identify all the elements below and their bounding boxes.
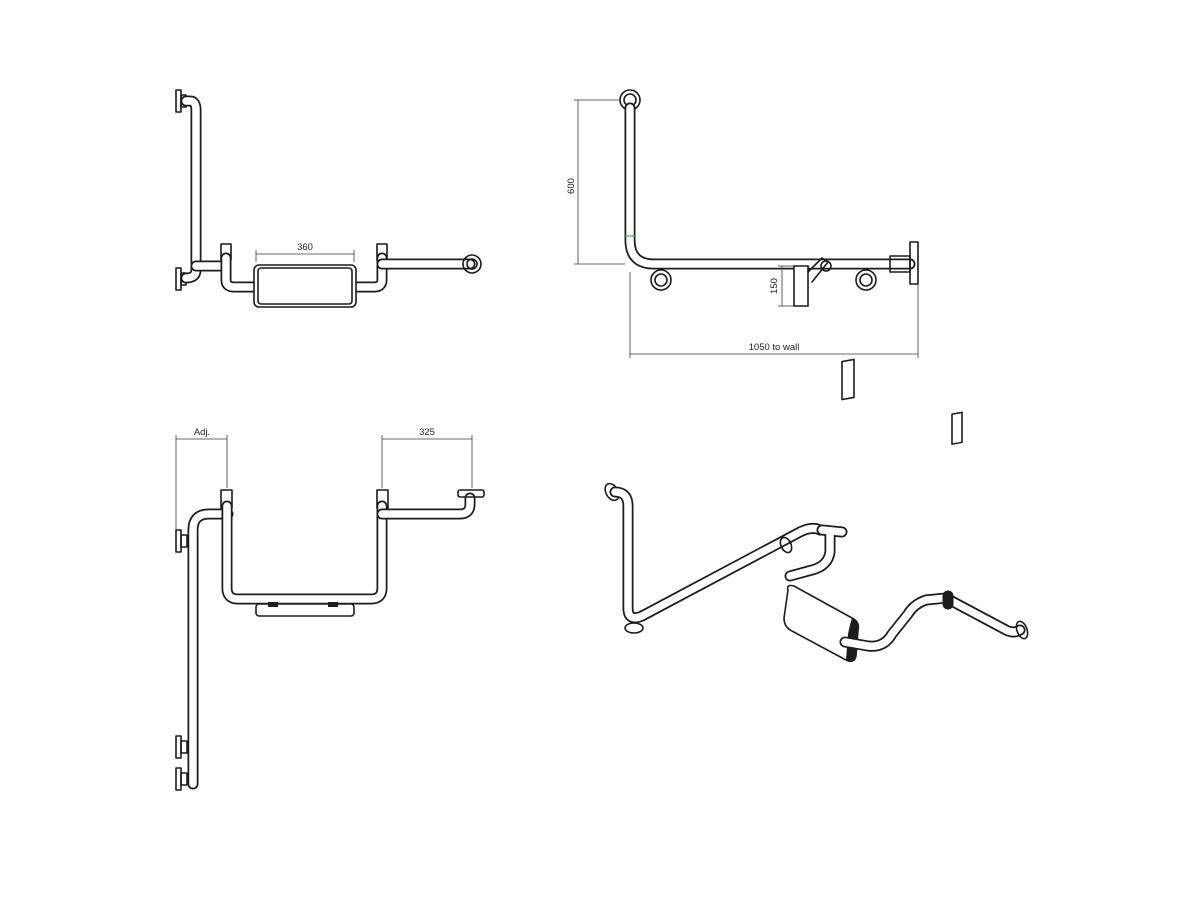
dimension-label-arm-offset: 325 — [419, 427, 435, 438]
dimension-label-seat-width: 360 — [297, 242, 313, 253]
wall-flange-set — [175, 529, 188, 791]
isometric-view — [604, 358, 1029, 663]
iso-rear-wall-plate — [841, 358, 855, 401]
dimension-seat-width: 360 — [255, 242, 355, 262]
support-flange-right — [855, 269, 877, 291]
seat-pad — [253, 264, 357, 308]
dimension-length-to-wall: 1050 to wall — [629, 272, 919, 358]
dimension-label-vertical-height: 600 — [566, 178, 577, 194]
iso-end-flange — [1015, 620, 1029, 640]
plan-view: Adj. 325 — [175, 427, 485, 791]
l-shaped-grab-bar — [624, 102, 916, 270]
dimension-arm-offset: 325 — [381, 427, 473, 488]
arm-end-flange — [462, 254, 482, 274]
dimension-label-length-to-wall: 1050 to wall — [749, 342, 800, 353]
arm-wall-flange — [457, 489, 485, 498]
dimension-seat-height: 150 — [769, 265, 794, 307]
dimension-vertical-height: 600 — [566, 99, 625, 265]
seat-frame-plan — [221, 500, 388, 605]
front-elevation-view: 360 — [175, 89, 482, 308]
iso-lower-flange — [624, 622, 644, 634]
iso-right-wall-plate — [951, 411, 963, 445]
dimension-label-seat-height: 150 — [769, 278, 780, 294]
wall-flange — [175, 89, 187, 291]
seat-pad-side — [793, 265, 809, 307]
dimension-adjustable: Adj. — [175, 427, 228, 530]
support-flange-left — [650, 269, 672, 291]
side-elevation-view: 600 150 1050 to wall — [566, 89, 919, 358]
dimension-label-adjustable: Adj. — [194, 427, 210, 438]
